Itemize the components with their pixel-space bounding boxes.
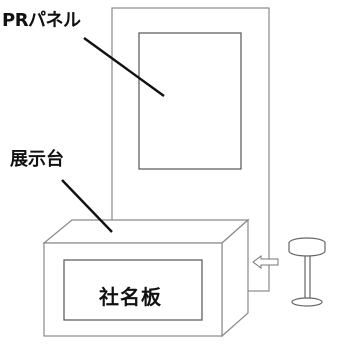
display-stand-label: 展示台 — [10, 149, 64, 170]
display-stand-top — [42, 219, 250, 244]
pr-panel-leader-line — [83, 37, 165, 97]
pr-panel-poster-area — [138, 32, 242, 170]
company-name-plate — [63, 259, 203, 321]
bar-stool-icon — [288, 237, 326, 307]
company-name-plate-label: 社名板 — [99, 285, 162, 309]
left-arrow-icon — [252, 255, 279, 269]
display-stand-leader-line — [61, 179, 113, 233]
pr-panel-label: PRパネル — [2, 10, 81, 31]
